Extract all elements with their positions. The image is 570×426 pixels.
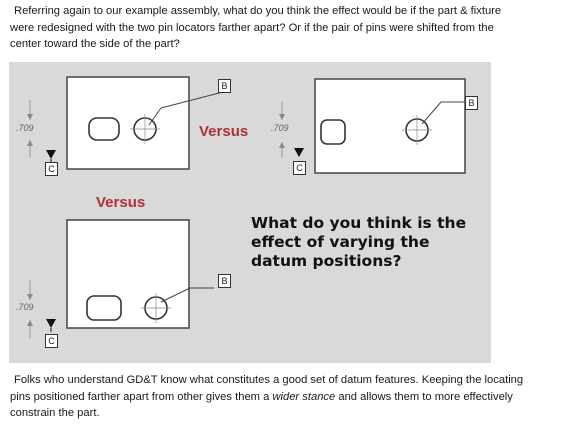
part-diagram-1 [27, 76, 224, 170]
dimension-label: .709 [16, 123, 34, 133]
datum-diagrams [27, 76, 466, 338]
dimension-label: .709 [271, 123, 289, 133]
intro-line: Referring again to our example assembly,… [14, 5, 502, 17]
emphasis-text: wider stance [272, 390, 336, 403]
intro-line: center toward the side of the part? [10, 38, 180, 50]
datum-c-box: C [45, 162, 58, 176]
outro-line: Folks who understand GD&T know what cons… [14, 374, 524, 386]
dimension-label: .709 [16, 302, 34, 312]
question-line: datum positions? [251, 252, 402, 270]
outro-line: constrain the part. [10, 407, 100, 419]
slot-hole [88, 117, 120, 141]
part-diagram-2 [279, 78, 466, 174]
outro-line: pins positioned farther apart from other… [10, 389, 558, 406]
outro-text: pins positioned farther apart from other… [10, 390, 273, 403]
question-line: effect of varying the [251, 233, 430, 251]
slot-hole [86, 295, 122, 321]
intro-paragraph: Referring again to our example assembly,… [10, 3, 540, 53]
versus-label: Versus [199, 123, 249, 140]
slot-hole [320, 119, 346, 145]
datum-b-box: B [218, 274, 231, 288]
datum-c-box: C [45, 334, 58, 348]
datum-b-box: B [465, 96, 478, 110]
intro-line: were redesigned with the two pin locator… [10, 21, 494, 34]
question-text: What do you think is the effect of varyi… [251, 214, 486, 271]
datum-b-box: B [218, 79, 231, 93]
versus-label: Versus [96, 194, 146, 211]
part-diagram-3 [27, 219, 214, 338]
question-line: What do you think is the [251, 214, 467, 232]
outro-paragraph: Folks who understand GD&T know what cons… [10, 372, 558, 422]
datum-c-box: C [293, 161, 306, 175]
datum-diagram-figure: Versus Versus What do you think is the e… [9, 62, 491, 363]
outro-text: and allows them to more effectively [335, 390, 513, 403]
